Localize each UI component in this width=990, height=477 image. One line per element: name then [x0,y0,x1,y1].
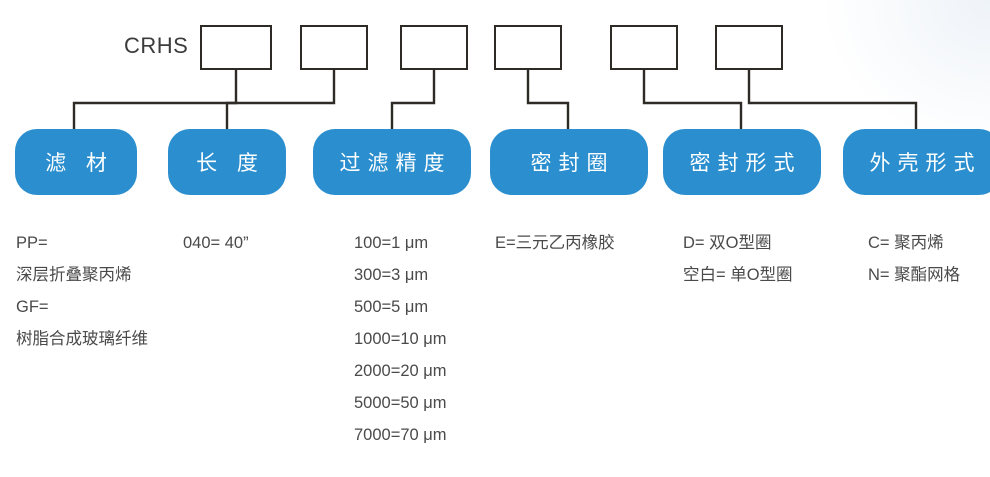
legend-line: C= 聚丙烯 [868,234,944,252]
legend-line: 树脂合成玻璃纤维 [16,330,148,348]
connector-1 [72,70,238,129]
prefix-label: CRHS [124,33,189,58]
legend-line: 500=5 μm [354,298,429,316]
connector-3 [390,70,436,129]
legend-length: 040= 40” [183,227,249,259]
category-pill-filtration-accuracy[interactable]: 过滤精度 [313,129,471,195]
category-pill-housing-type[interactable]: 外壳形式 [843,129,990,195]
code-box-housing-type[interactable] [715,25,783,70]
category-pill-filter-material[interactable]: 滤 材 [15,129,137,195]
code-box-sealing-ring[interactable] [494,25,562,70]
legend-line: D= 双O型圈 [683,234,772,252]
legend-line: E=三元乙丙橡胶 [495,234,615,252]
category-pill-length[interactable]: 长 度 [168,129,286,195]
legend-line: 2000=20 μm [354,362,447,380]
legend-housing-type: C= 聚丙烯 N= 聚酯网格 [868,227,960,291]
legend-line: 深层折叠聚丙烯 [16,266,132,284]
legend-line: GF= [16,298,49,316]
connector-6 [747,70,918,129]
code-box-filtration-accuracy[interactable] [400,25,468,70]
legend-line: 1000=10 μm [354,330,447,348]
legend-line: 5000=50 μm [354,394,447,412]
legend-line: PP= [16,234,48,252]
legend-line: 300=3 μm [354,266,429,284]
legend-line: 100=1 μm [354,234,429,252]
legend-line: N= 聚酯网格 [868,266,961,284]
connector-5 [642,70,743,129]
legend-filtration-accuracy: 100=1 μm 300=3 μm 500=5 μm 1000=10 μm 2000=2… [354,227,447,451]
connector-2 [225,70,336,129]
code-box-length[interactable] [300,25,368,70]
connector-4 [526,70,570,129]
legend-line: 空白= 单O型圈 [683,266,793,284]
code-box-filter-material[interactable] [200,25,272,70]
code-box-sealing-type[interactable] [610,25,678,70]
legend-filter-material: PP= 深层折叠聚丙烯 GF= 树脂合成玻璃纤维 [16,227,148,355]
legend-sealing-ring: E=三元乙丙橡胶 [495,227,615,259]
category-pill-sealing-type[interactable]: 密封形式 [663,129,821,195]
legend-sealing-type: D= 双O型圈空白= 单O型圈 [683,227,793,291]
legend-line: 040= 40” [183,234,249,252]
legend-line: 7000=70 μm [354,426,447,444]
category-pill-sealing-ring[interactable]: 密封圈 [490,129,648,195]
